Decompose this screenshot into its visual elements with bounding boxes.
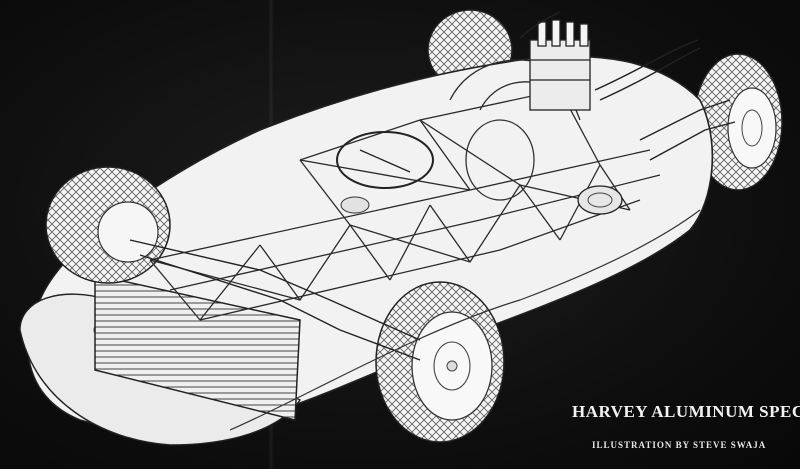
radiator bbox=[94, 274, 301, 421]
front-right-tire bbox=[375, 281, 505, 443]
steering-wheel bbox=[336, 131, 434, 189]
chassis-spine bbox=[229, 209, 701, 431]
exhaust-pipes bbox=[519, 11, 701, 101]
rear-bulkhead-ring bbox=[465, 119, 535, 201]
seat-mount bbox=[340, 196, 370, 214]
engine bbox=[529, 19, 591, 111]
illustration-credit: ILLUSTRATION BY STEVE SWAJA bbox=[592, 440, 767, 450]
rear-suspension bbox=[639, 99, 736, 161]
front-left-tire bbox=[45, 166, 171, 284]
illustration-title: HARVEY ALUMINUM SPECIAL bbox=[572, 402, 800, 421]
fuel-filler-cap bbox=[577, 185, 623, 215]
front-suspension bbox=[129, 239, 421, 361]
